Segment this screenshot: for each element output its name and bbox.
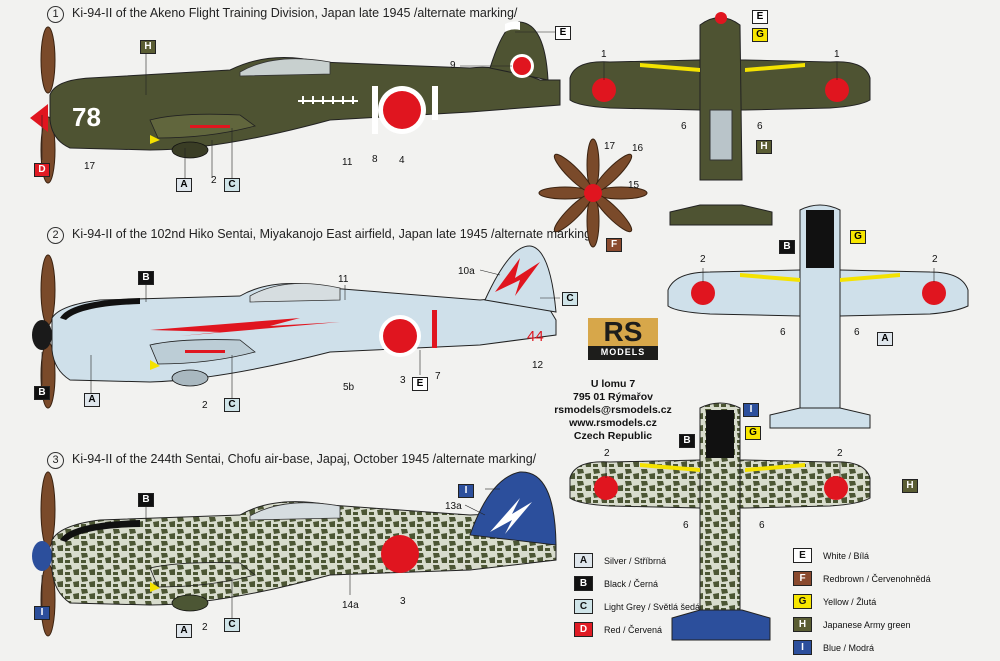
plan-label-6b: 6 [757,121,763,132]
label-2c: 2 [202,622,208,633]
plan-label-2a: 2 [700,254,706,265]
label-13a: 13a [445,501,462,512]
label-2: 2 [211,175,217,186]
tag-i3: I [743,403,759,417]
tag-a3: A [176,624,192,638]
fuselage-code-78: 78 [72,102,101,132]
plan-label-6f: 6 [759,520,765,531]
tag-e2: E [412,377,428,391]
tag-b: B [138,271,154,285]
plan-label-2b: 2 [932,254,938,265]
tag-h2: H [756,140,772,154]
label-3b: 3 [400,596,406,607]
label-11b: 11 [338,274,349,285]
label-17: 17 [84,161,96,172]
tag-h3: H [902,479,918,493]
tag-a: A [176,178,192,192]
tag-d: D [34,163,50,177]
label-12: 12 [532,360,544,371]
tag-b5: B [679,434,695,448]
label-11: 11 [342,157,353,168]
tag-b3: B [138,493,154,507]
plan-label-6e: 6 [683,520,689,531]
label-2b: 2 [202,400,208,411]
tag-a4: A [877,332,893,346]
tag-a2: A [84,393,100,407]
tag-g3: G [745,426,761,440]
rs-models-logo: RS MODELS [588,316,658,360]
tag-c2: C [562,292,578,306]
label-8: 8 [372,154,378,165]
plan-label-2d: 2 [837,448,843,459]
prop-label-16: 16 [632,143,644,154]
tail-code-44: 44 [527,328,544,345]
tag-c: C [224,178,240,192]
tag-h: H [140,40,156,54]
plan-label-1a: 1 [601,49,607,60]
tag-e: E [555,26,571,40]
label-3: 3 [400,375,406,386]
label-5b: 5b [343,382,355,393]
tag-f: F [606,238,622,252]
label-9: 9 [450,60,456,71]
tag-b2: B [34,386,50,400]
prop-label-17: 17 [604,141,616,152]
company-address: U lomu 7 795 01 Rýmařov rsmodels@rsmodel… [554,378,672,442]
tag-c4: C [224,618,240,632]
label-10a: 10a [458,266,475,277]
plan-label-6a: 6 [681,121,687,132]
prop-label-15: 15 [628,180,640,191]
plan-label-1b: 1 [834,49,840,60]
tag-i2: I [34,606,50,620]
label-4: 4 [399,155,405,166]
tag-g: G [752,28,768,42]
label-14a: 14a [342,600,359,611]
tag-c3: C [224,398,240,412]
plan-label-6d: 6 [854,327,860,338]
plan-label-6c: 6 [780,327,786,338]
tag-i: I [458,484,474,498]
plan-label-2c: 2 [604,448,610,459]
label-7: 7 [435,371,441,382]
tag-b4: B [779,240,795,254]
tag-g2: G [850,230,866,244]
tag-e3: E [752,10,768,24]
